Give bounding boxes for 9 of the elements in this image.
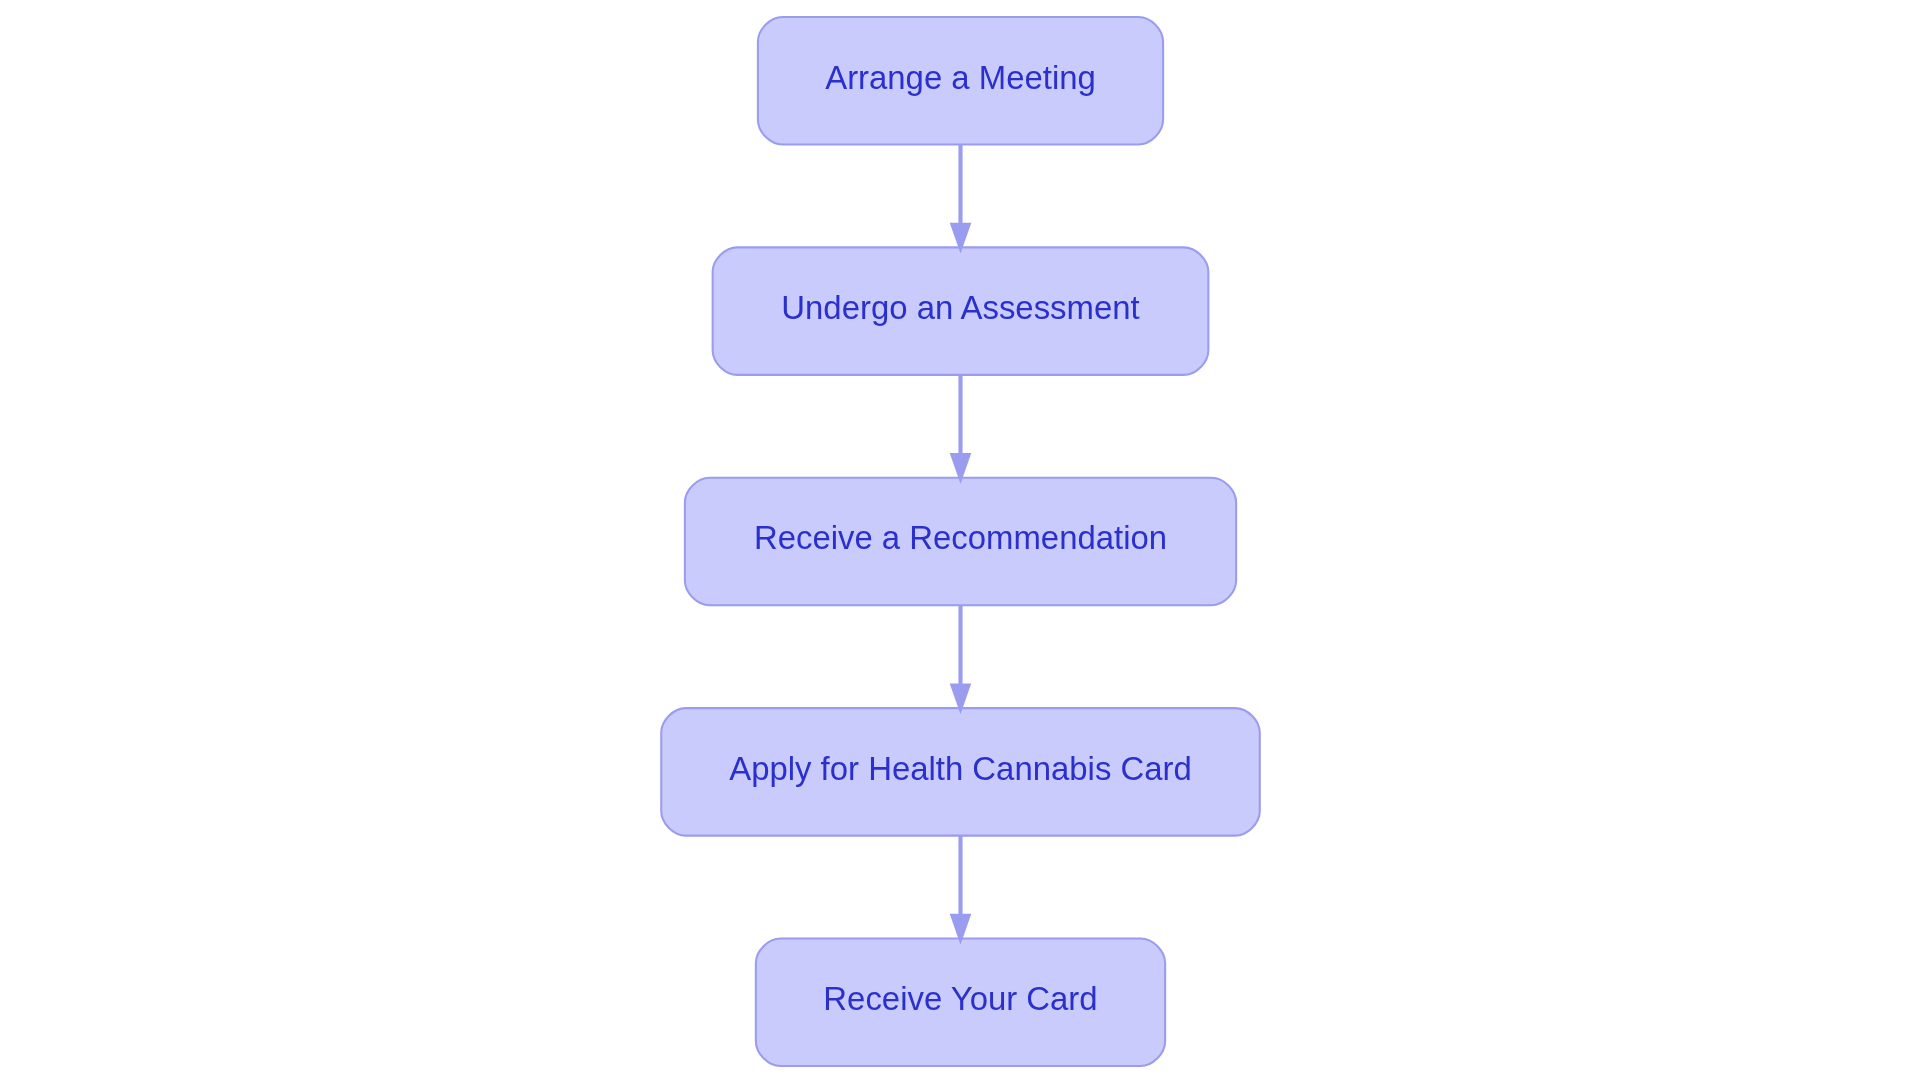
arrow <box>949 375 971 484</box>
node-box: Apply for Health Cannabis Card <box>659 707 1261 837</box>
arrow <box>949 605 971 715</box>
arrow <box>949 835 971 945</box>
node-box: Receive Your Card <box>754 937 1166 1068</box>
node-box: Undergo an Assessment <box>711 246 1209 376</box>
node-box: Arrange a Meeting <box>756 15 1164 146</box>
node-box: Receive a Recommendation <box>683 476 1237 607</box>
arrow <box>949 144 971 254</box>
